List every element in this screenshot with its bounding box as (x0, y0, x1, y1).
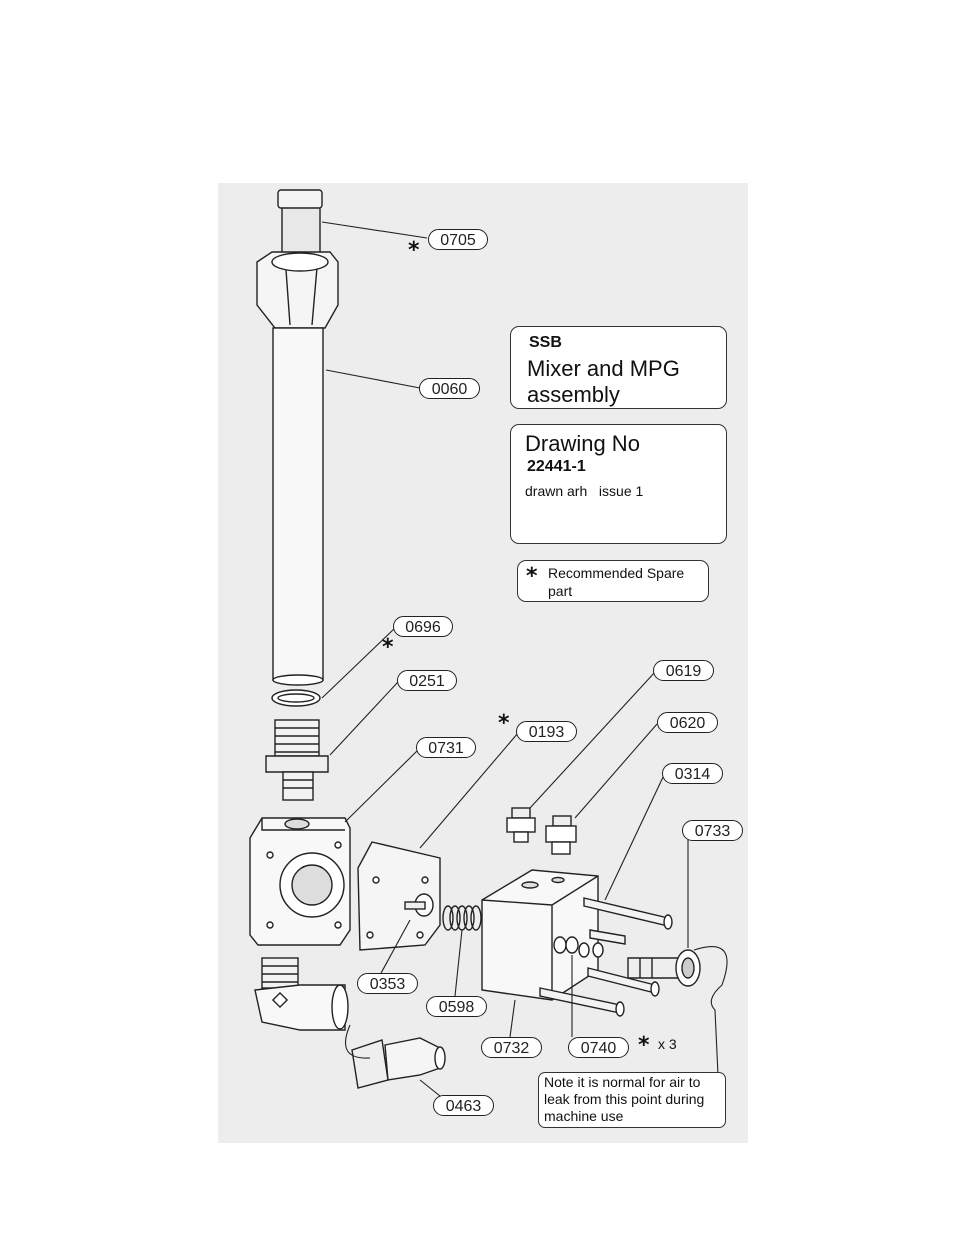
legend-star: * (526, 564, 538, 589)
legend-box: * Recommended Spare part (517, 560, 709, 602)
drawing-meta: drawn arh issue 1 (525, 483, 643, 499)
drawing-number: 22441-1 (527, 458, 586, 476)
part-tag-0598: 0598 (426, 996, 487, 1017)
part-tag-0733: 0733 (682, 820, 743, 841)
note-line-3: machine use (544, 1108, 623, 1124)
part-0598-spring (443, 906, 481, 930)
spare-star-0193: * (498, 713, 510, 735)
part-tag-0731: 0731 (416, 737, 476, 758)
legend-text-2: part (548, 583, 572, 599)
title-code: SSB (529, 334, 562, 352)
part-0463-connector (352, 1038, 445, 1088)
part-0620-fitting (546, 816, 576, 854)
part-tag-0193: 0193 (516, 721, 577, 742)
part-tag-0353: 0353 (357, 973, 418, 994)
part-0619-fitting (507, 808, 535, 842)
part-0732-cube (482, 870, 598, 1000)
part-tag-0619: 0619 (653, 660, 714, 681)
note-line-2: leak from this point during (544, 1091, 704, 1107)
spare-star-0740: * (638, 1035, 650, 1057)
spare-star-0705: * (408, 240, 420, 262)
title-line: Mixer and MPG (527, 356, 680, 382)
part-elbow (255, 958, 348, 1030)
part-0060-tube (257, 252, 338, 685)
legend-text: Recommended Spare (548, 565, 684, 581)
note-line-1: Note it is normal for air to (544, 1074, 700, 1090)
part-tag-0705: 0705 (428, 229, 488, 250)
part-0251-fitting (266, 720, 328, 800)
drawing-heading: Drawing No (525, 431, 640, 457)
part-tag-0463: 0463 (433, 1095, 494, 1116)
part-tag-0620: 0620 (657, 712, 718, 733)
part-tag-0740: 0740 (568, 1037, 629, 1058)
part-tag-0314: 0314 (662, 763, 723, 784)
spare-star-0696: * (382, 637, 394, 659)
part-tag-0696: 0696 (393, 616, 453, 637)
title-box: SSB Mixer and MPG assembly (510, 326, 727, 409)
quantity-label: x 3 (658, 1036, 677, 1052)
part-tag-0732: 0732 (481, 1037, 542, 1058)
title-line-2: assembly (527, 382, 620, 408)
note-box: Note it is normal for air to leak from t… (538, 1072, 726, 1128)
part-tag-0251: 0251 (397, 670, 457, 691)
drawing-number-box: Drawing No 22441-1 drawn arh issue 1 (510, 424, 727, 544)
part-tag-0060: 0060 (419, 378, 480, 399)
part-0731-block (250, 818, 350, 945)
